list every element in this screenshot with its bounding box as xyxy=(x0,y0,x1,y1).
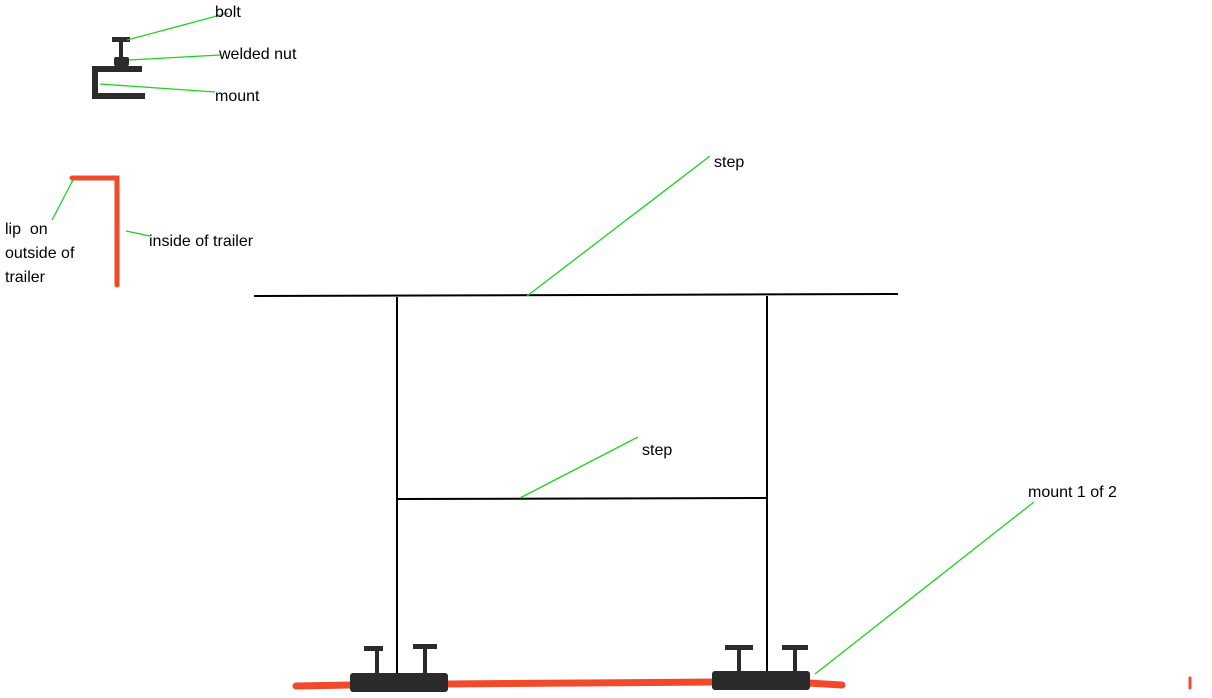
mount-right-bolt-1 xyxy=(725,645,753,672)
mount-right-plate xyxy=(712,671,810,690)
trailer-wall-right-segment xyxy=(804,679,846,689)
trailer-lip-legend: lip on outside of trailer inside of trai… xyxy=(5,175,254,288)
mount-right xyxy=(712,645,810,690)
lip-label-line3: trailer xyxy=(5,269,46,286)
welded-nut-leader-line xyxy=(128,54,221,61)
mount-left-bolt-2 xyxy=(413,644,437,674)
detail-mount-shape xyxy=(92,66,145,99)
lip-leader-line xyxy=(51,179,74,221)
trailer-wall-left-segment xyxy=(292,681,356,690)
mount-right-bolt-2 xyxy=(782,645,808,672)
top-step-line xyxy=(253,293,899,297)
lip-label-line1: lip on xyxy=(5,221,48,238)
trailer-wall-bottom xyxy=(292,676,1192,690)
top-step-label: step xyxy=(714,154,744,171)
top-step-leader-line xyxy=(526,155,711,297)
mount-left-plate xyxy=(350,673,448,692)
lip-label-line2: outside of xyxy=(5,245,75,262)
mount-left xyxy=(350,644,448,692)
trailer-wall-profile xyxy=(69,175,120,288)
step-assembly: step step mount 1 of 2 xyxy=(253,154,1117,676)
mount-left-bolt-1 xyxy=(364,646,383,674)
detail-bolt-shape xyxy=(112,37,130,58)
mount-1-of-2-label: mount 1 of 2 xyxy=(1028,484,1117,501)
inside-of-trailer-leader-line xyxy=(125,230,151,237)
inside-of-trailer-label: inside of trailer xyxy=(149,233,254,250)
detail-welded-nut-shape xyxy=(114,57,129,66)
mount-leader-line xyxy=(99,83,216,93)
middle-step-line xyxy=(396,497,768,500)
mount-detail-legend: bolt welded nut mount xyxy=(92,4,297,105)
bolt-label: bolt xyxy=(215,4,241,21)
middle-step-leader-line xyxy=(519,436,639,499)
welded-nut-label: welded nut xyxy=(218,46,297,63)
bolt-leader-line xyxy=(126,12,229,41)
trailer-wall-center-segment xyxy=(442,678,720,688)
mount-label: mount xyxy=(215,88,260,105)
middle-step-label: step xyxy=(642,442,672,459)
mount-1-of-2-leader-line xyxy=(814,501,1035,675)
